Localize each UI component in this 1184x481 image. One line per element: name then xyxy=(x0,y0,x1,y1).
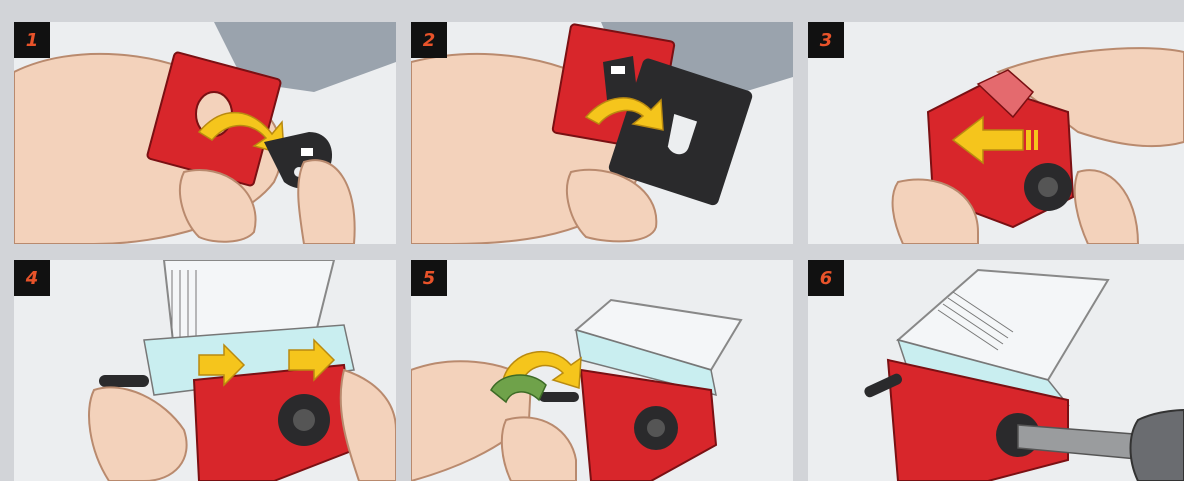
step-5-illustration xyxy=(411,260,793,481)
arrow-stripe-icon xyxy=(1034,130,1038,150)
step-number-badge: 6 xyxy=(808,260,844,296)
ring-hole-icon xyxy=(647,419,665,437)
step-6-illustration xyxy=(808,260,1184,481)
step-number-badge: 2 xyxy=(411,22,447,58)
step-panel-1: 1 xyxy=(14,22,396,244)
drill-icon xyxy=(1131,410,1184,481)
red-holder-icon xyxy=(194,365,354,481)
step-number-badge: 3 xyxy=(808,22,844,58)
step-4-illustration xyxy=(14,260,396,481)
step-3-illustration xyxy=(808,22,1184,244)
hand-icon xyxy=(89,387,187,481)
black-key-icon xyxy=(99,375,149,387)
step-number-badge: 4 xyxy=(14,260,50,296)
thumb-icon xyxy=(298,160,354,244)
arrow-stripe-icon xyxy=(1026,130,1031,150)
step-number-badge: 5 xyxy=(411,260,447,296)
key-label-icon xyxy=(301,148,313,156)
step-1-illustration xyxy=(14,22,396,244)
thumb-icon xyxy=(341,370,396,481)
finger-icon xyxy=(502,417,576,481)
step-panel-6: 6 xyxy=(808,260,1184,481)
step-panel-5: 5 xyxy=(411,260,793,481)
key-label-icon xyxy=(611,66,625,74)
step-2-illustration xyxy=(411,22,793,244)
step-number-badge: 1 xyxy=(14,22,50,58)
black-key-icon xyxy=(539,392,579,402)
thumb-icon xyxy=(1075,170,1138,244)
ring-hole-icon xyxy=(1038,177,1058,197)
ring-hole-icon xyxy=(293,409,315,431)
step-panel-4: 4 xyxy=(14,260,396,481)
step-panel-2: 2 xyxy=(411,22,793,244)
step-panel-3: 3 xyxy=(808,22,1184,244)
